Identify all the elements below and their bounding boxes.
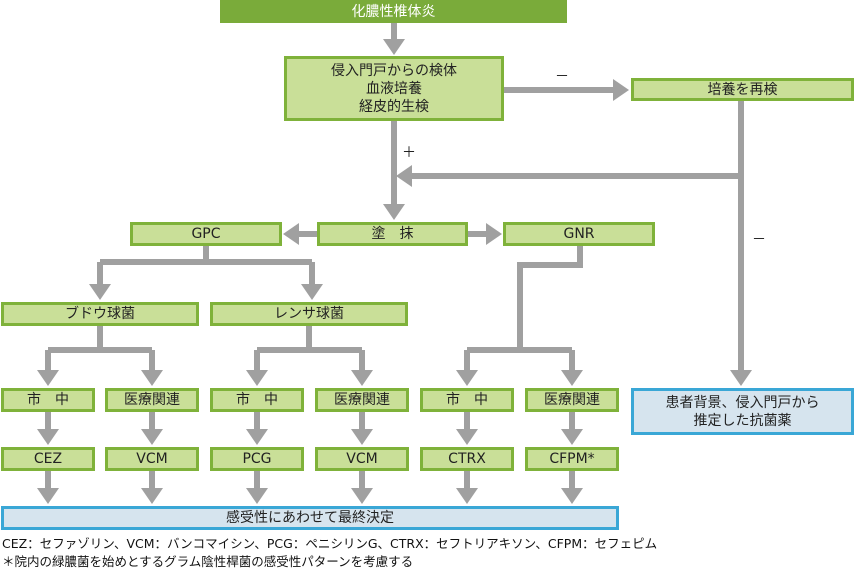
footnote-asterisk: ＊院内の緑膿菌を始めとするグラム陰性桿菌の感受性パターンを考慮する [2, 554, 414, 569]
strep-healthcare-box: 医療関連 [315, 388, 409, 412]
drug-box-pcg: PCG [210, 447, 304, 471]
positive-label: ＋ [402, 145, 416, 161]
gpc-box: GPC [130, 222, 282, 246]
empiric-antibiotic-box: 患者背景、侵入門戸から 推定した抗菌薬 [631, 388, 854, 435]
strep-community-box: 市 中 [210, 388, 304, 412]
healthcare-text: 医療関連 [124, 392, 180, 408]
arrow-specimen-to-reculture-arrowhead [613, 79, 629, 101]
drug-text: CEZ [33, 451, 63, 467]
arrow-strep-to-community-arrowhead [246, 370, 268, 386]
reculture-text: 培養を再検 [707, 81, 778, 98]
final-text: 感受性にあわせて最終決定 [226, 510, 394, 526]
healthcare-text: 医療関連 [544, 392, 600, 408]
arrow-gpc-to-staph-arrowhead [89, 284, 111, 300]
drug-text: PCG [242, 451, 272, 467]
arrow-setting-to-drug-2-arrowhead [246, 429, 268, 445]
arrow-gnr-to-community-arrowhead [456, 370, 478, 386]
healthcare-text: 医療関連 [334, 392, 390, 408]
arrow-setting-to-drug-1-arrowhead [141, 429, 163, 445]
final-decision-box: 感受性にあわせて最終決定 [1, 506, 619, 530]
arrow-strep-to-healthcare-arrowhead [351, 370, 373, 386]
connector-gnr-stem [517, 246, 583, 350]
arrow-drug-to-final-1-arrowhead [141, 488, 163, 504]
specimen-text: 侵入門戸からの検体 血液培養 経皮的生検 [331, 62, 457, 115]
gpc-text: GPC [191, 226, 221, 242]
title-text: 化膿性椎体炎 [351, 3, 436, 20]
drug-box-vcm-staph: VCM [105, 447, 199, 471]
drug-text: VCM [136, 451, 168, 467]
community-text: 市 中 [27, 392, 69, 408]
gnr-box: GNR [503, 222, 655, 246]
gnr-community-box: 市 中 [420, 388, 514, 412]
arrow-setting-to-drug-4-arrowhead [456, 429, 478, 445]
smear-box: 塗 抹 [317, 222, 468, 246]
drug-box-vcm-strep: VCM [315, 447, 409, 471]
strep-text: レンサ球菌 [274, 306, 344, 322]
drug-text: CTRX [448, 451, 486, 467]
arrow-setting-to-drug-5-arrowhead [561, 429, 583, 445]
arrow-staph-to-healthcare-arrowhead [141, 370, 163, 386]
negative-label-1: － [555, 69, 569, 85]
arrow-setting-to-drug-0-arrowhead [37, 429, 59, 445]
reculture-box: 培養を再検 [631, 78, 854, 101]
arrow-drug-to-final-5-arrowhead [561, 488, 583, 504]
arrow-drug-to-final-2-arrowhead [246, 488, 268, 504]
gnr-healthcare-box: 医療関連 [525, 388, 619, 412]
arrow-reculture-to-empiric-arrowhead [730, 370, 752, 386]
drug-text: VCM [346, 451, 378, 467]
drug-text: CFPM* [549, 451, 595, 467]
staph-text: ブドウ球菌 [65, 306, 135, 322]
arrow-smear-to-gpc-arrowhead [283, 223, 299, 245]
gnr-text: GNR [563, 226, 595, 242]
arrow-specimen-to-smear-arrowhead [383, 204, 405, 220]
arrow-gnr-to-healthcare-arrowhead [561, 370, 583, 386]
staph-community-box: 市 中 [1, 388, 95, 412]
arrow-setting-to-drug-3-arrowhead [351, 429, 373, 445]
drug-box-cfpm: CFPM* [525, 447, 619, 471]
specimen-box: 侵入門戸からの検体 血液培養 経皮的生検 [284, 56, 504, 121]
arrow-drug-to-final-4-arrowhead [456, 488, 478, 504]
arrow-reculture-loop-arrowhead [396, 165, 412, 187]
strep-box: レンサ球菌 [210, 302, 408, 326]
community-text: 市 中 [236, 392, 278, 408]
staph-box: ブドウ球菌 [1, 302, 199, 326]
footnote-abbreviations: CEZ：セファゾリン、VCM：バンコマイシン、PCG：ペニシリンG、CTRX：セ… [2, 536, 658, 551]
arrow-drug-to-final-3-arrowhead [351, 488, 373, 504]
arrow-title-to-specimen-arrowhead [383, 39, 405, 55]
smear-text: 塗 抹 [371, 226, 414, 242]
staph-healthcare-box: 医療関連 [105, 388, 199, 412]
title-box: 化膿性椎体炎 [220, 0, 567, 23]
arrow-gpc-to-strep-arrowhead [301, 284, 323, 300]
arrow-drug-to-final-0-arrowhead [37, 488, 59, 504]
arrow-smear-to-gnr-arrowhead [486, 223, 502, 245]
negative-label-2: － [752, 232, 766, 248]
drug-box-ctrx: CTRX [420, 447, 514, 471]
community-text: 市 中 [446, 392, 488, 408]
drug-box-cez: CEZ [1, 447, 95, 471]
arrow-staph-to-community-arrowhead [37, 370, 59, 386]
empiric-text: 患者背景、侵入門戸から 推定した抗菌薬 [665, 394, 820, 429]
